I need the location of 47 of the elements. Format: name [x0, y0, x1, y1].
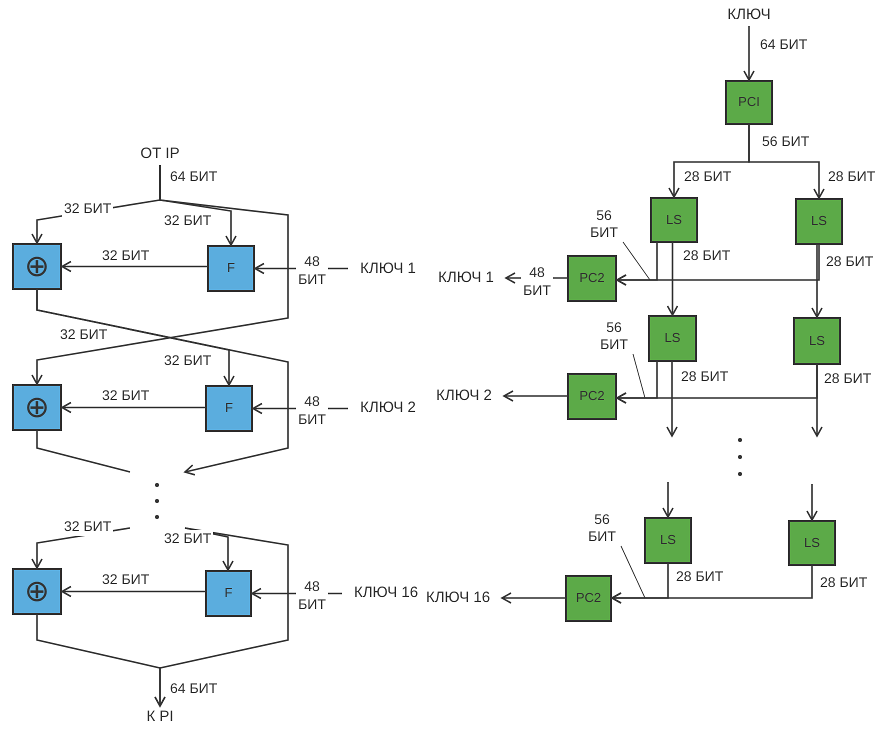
- key-label: КЛЮЧ 1: [348, 258, 428, 280]
- xor-box: ⊕: [12, 384, 62, 431]
- function-box: F: [205, 385, 253, 432]
- bit-width-label: 56 БИТ: [585, 206, 623, 242]
- permutation-box: PC2: [567, 373, 617, 420]
- arrow: [662, 482, 674, 518]
- permutation-box: LS: [650, 197, 698, 243]
- key-label: КЛЮЧ: [715, 4, 783, 26]
- arrow: [61, 402, 205, 414]
- function-box: F: [205, 570, 252, 617]
- xor-box: ⊕: [12, 243, 62, 290]
- arrow: [616, 245, 820, 286]
- leader-line: [622, 242, 650, 280]
- arrow: [611, 566, 813, 604]
- arrow: [743, 26, 755, 81]
- permutation-box: LS: [648, 315, 697, 362]
- arrow: [31, 165, 289, 385]
- leader-line: [632, 354, 646, 398]
- arrow: [61, 260, 207, 272]
- key-label: ОТ IP: [130, 143, 190, 165]
- permutation-box: PC2: [567, 255, 617, 302]
- arrow: [61, 586, 205, 598]
- permutation-box: PC2: [565, 575, 612, 622]
- arrow: [501, 592, 565, 604]
- arrow: [748, 125, 825, 199]
- leader-line: [620, 546, 646, 598]
- arrow: [811, 245, 823, 318]
- bit-width-label: 56 БИТ: [595, 318, 633, 354]
- function-box: F: [207, 245, 255, 292]
- key-label: КЛЮЧ 1: [426, 267, 506, 289]
- permutation-box: LS: [793, 317, 841, 365]
- arrow: [36, 615, 166, 707]
- arrow: [503, 390, 567, 402]
- permutation-box: LS: [795, 198, 843, 245]
- edge-label: 32 БИТ: [62, 200, 114, 218]
- arrow: [666, 243, 678, 316]
- arrow: [811, 365, 823, 437]
- xor-box: ⊕: [12, 568, 62, 615]
- arrow: [806, 484, 818, 521]
- permutation-box: PCI: [725, 80, 773, 125]
- key-label: К PI: [135, 706, 185, 728]
- arrow: [666, 362, 678, 437]
- permutation-box: LS: [788, 520, 836, 566]
- bit-width-label: 56 БИТ: [583, 510, 621, 546]
- permutation-box: LS: [644, 517, 692, 564]
- arrow: [36, 290, 289, 476]
- edge-label: 32 БИТ: [62, 518, 114, 536]
